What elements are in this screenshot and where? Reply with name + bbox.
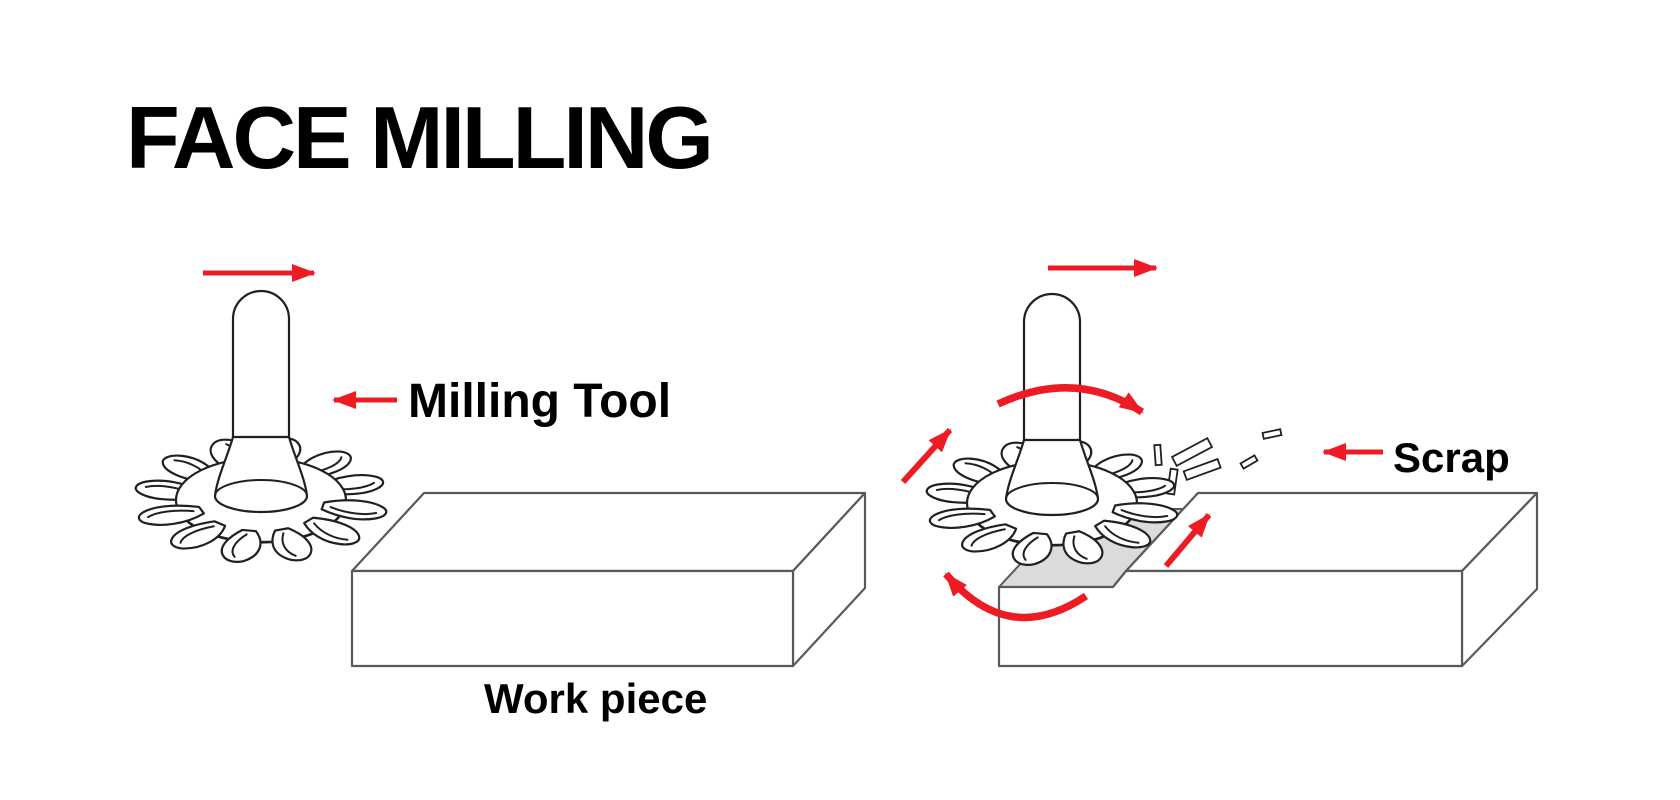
rotation-arc-top-icon — [996, 384, 1145, 416]
scrap-chip — [1239, 454, 1259, 470]
scrap-chip — [1153, 443, 1163, 467]
page-title: FACE MILLING — [126, 88, 711, 187]
scrap-label: Scrap — [1393, 434, 1510, 481]
left-block-front-face — [350, 569, 795, 668]
rotation-arrow-upper-left-icon — [900, 427, 953, 485]
rotation-arc-bottom-icon — [943, 571, 1089, 622]
scrap-chip — [1182, 457, 1222, 482]
right-diagram: Scrap — [900, 259, 1539, 668]
left-milling-tool — [133, 291, 390, 563]
left-diagram: Milling Tool Work piece — [133, 264, 867, 722]
scrap-chips — [1153, 428, 1283, 496]
left-workpiece-block — [350, 491, 867, 668]
right-workpiece-block — [997, 491, 1539, 668]
right-block-front-face — [997, 569, 1464, 668]
scrap-chip — [1170, 436, 1214, 468]
scrap-chip — [1261, 428, 1283, 440]
work-piece-label: Work piece — [484, 675, 707, 722]
cut-exit-arrow-icon — [1163, 513, 1212, 568]
milling-tool-label: Milling Tool — [408, 375, 671, 428]
left-block-top-face — [350, 491, 867, 573]
